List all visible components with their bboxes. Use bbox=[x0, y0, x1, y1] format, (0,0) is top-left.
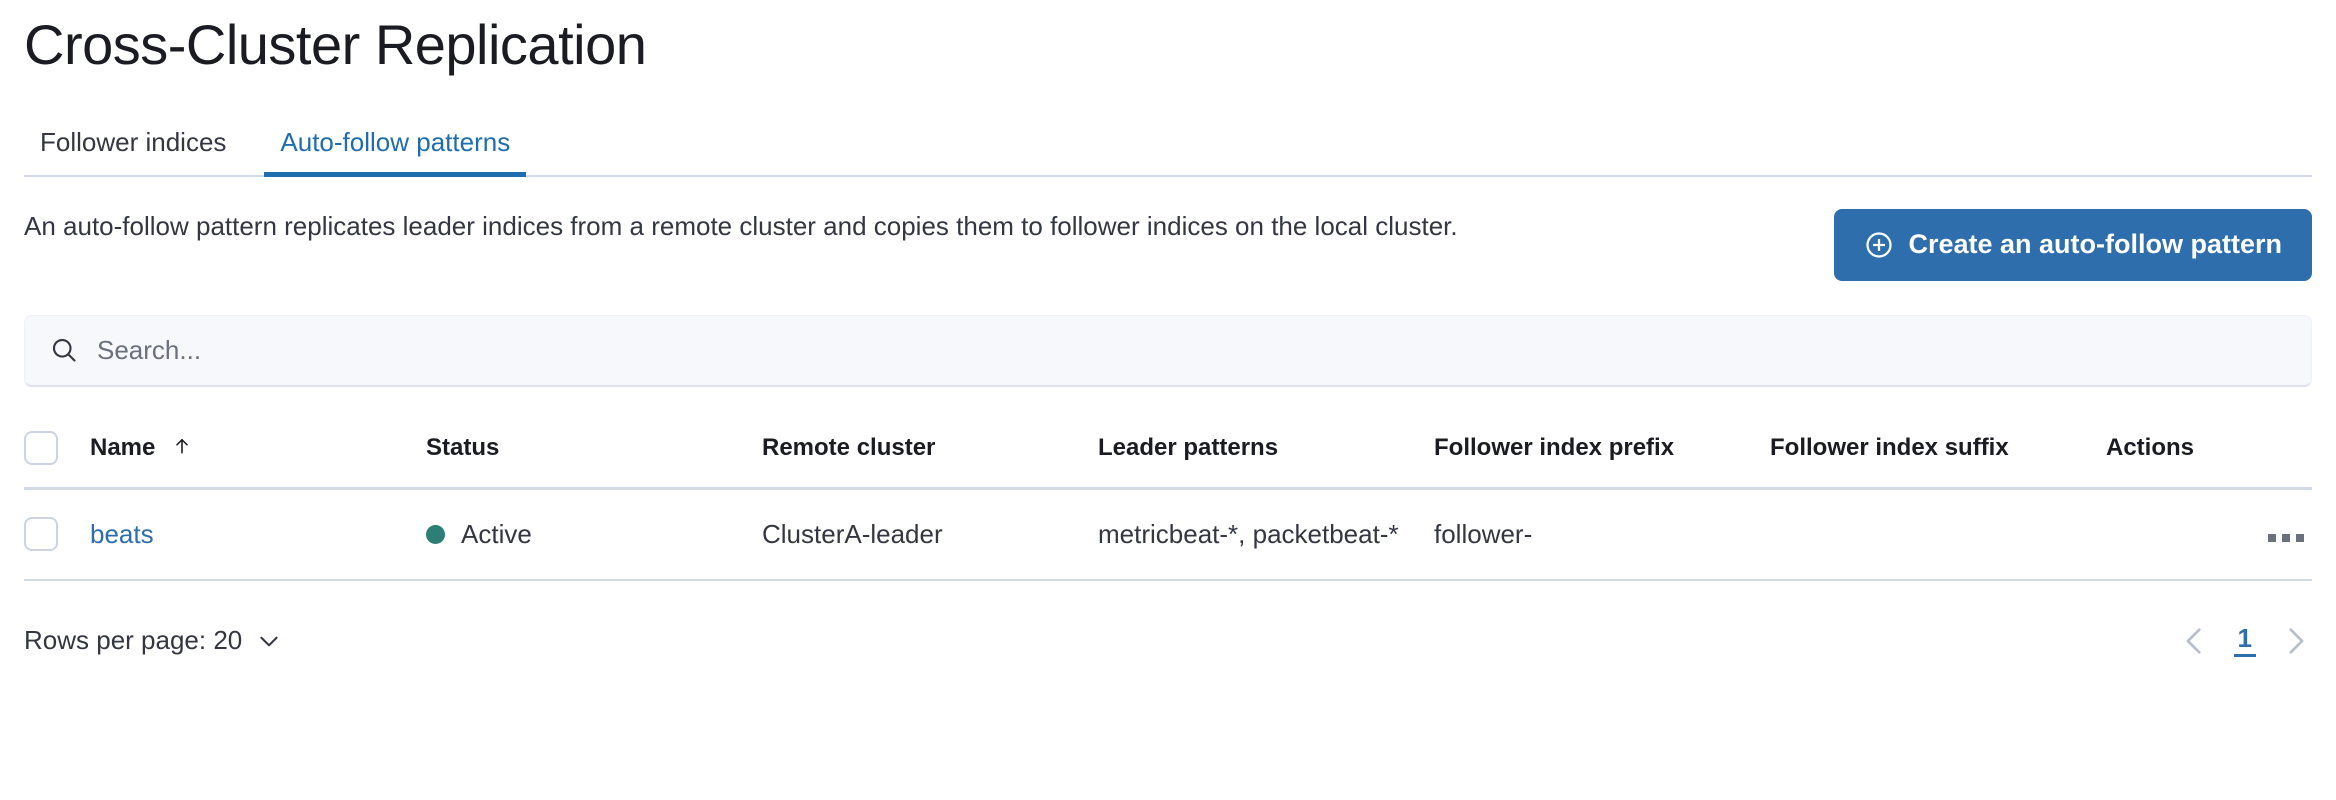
rows-per-page-selector[interactable]: Rows per page: 20 bbox=[24, 625, 282, 656]
chevron-right-icon[interactable] bbox=[2278, 624, 2312, 658]
column-header-follower-index-suffix[interactable]: Follower index suffix bbox=[1770, 412, 2106, 490]
rows-per-page-label: Rows per page: 20 bbox=[24, 625, 243, 656]
column-header-name-label: Name bbox=[90, 433, 156, 461]
cell-remote-cluster: ClusterA-leader bbox=[762, 488, 1098, 581]
cell-name: beats bbox=[90, 488, 426, 581]
description-row: An auto-follow pattern replicates leader… bbox=[24, 207, 2312, 281]
page-title: Cross-Cluster Replication bbox=[24, 13, 647, 76]
chevron-down-icon bbox=[256, 628, 282, 654]
status-dot-icon bbox=[426, 524, 445, 544]
chevron-left-icon[interactable] bbox=[2178, 624, 2212, 658]
create-auto-follow-pattern-button[interactable]: Create an auto-follow pattern bbox=[1834, 208, 2312, 281]
column-header-actions: Actions bbox=[2106, 412, 2312, 490]
search-icon bbox=[49, 335, 79, 365]
description-text: An auto-follow pattern replicates leader… bbox=[24, 210, 1458, 241]
pagination: 1 bbox=[2178, 624, 2312, 658]
plus-in-circle-icon bbox=[1864, 230, 1894, 260]
cell-leader-patterns: metricbeat-*, packetbeat-* bbox=[1098, 488, 1434, 581]
search-bar[interactable] bbox=[24, 314, 2312, 387]
status-label: Active bbox=[461, 518, 532, 549]
tab-follower-indices[interactable]: Follower indices bbox=[40, 126, 227, 157]
cell-follower-index-suffix bbox=[1770, 488, 2106, 581]
column-header-status[interactable]: Status bbox=[426, 412, 762, 490]
cell-status: Active bbox=[426, 488, 762, 581]
arrow-up-icon bbox=[172, 434, 192, 458]
table-footer: Rows per page: 20 1 bbox=[24, 611, 2312, 671]
auto-follow-patterns-table: Name Status Remote cluster Leader patter… bbox=[24, 412, 2312, 581]
page-number-1[interactable]: 1 bbox=[2233, 624, 2256, 658]
search-input[interactable] bbox=[97, 334, 2287, 366]
row-checkbox[interactable] bbox=[24, 517, 58, 552]
column-header-remote-cluster[interactable]: Remote cluster bbox=[762, 412, 1098, 490]
row-select-cell bbox=[24, 488, 90, 581]
tab-auto-follow-patterns[interactable]: Auto-follow patterns bbox=[264, 129, 527, 177]
table-header-row: Name Status Remote cluster Leader patter… bbox=[24, 412, 2312, 490]
table-row: beats Active ClusterA-leader metricbeat-… bbox=[24, 488, 2312, 581]
select-all-checkbox[interactable] bbox=[24, 430, 58, 465]
column-header-follower-index-prefix[interactable]: Follower index prefix bbox=[1434, 412, 1770, 490]
auto-follow-pattern-link[interactable]: beats bbox=[90, 518, 154, 549]
cell-actions bbox=[2106, 488, 2312, 581]
ellipsis-horizontal-icon[interactable] bbox=[2260, 526, 2312, 550]
leader-patterns-value: metricbeat-*, packetbeat-* bbox=[1098, 518, 1399, 549]
tab-bar: Follower indices Auto-follow patterns bbox=[24, 111, 2312, 177]
column-header-name[interactable]: Name bbox=[90, 412, 426, 490]
select-all-header bbox=[24, 412, 90, 490]
create-button-label: Create an auto-follow pattern bbox=[1908, 229, 2282, 260]
cell-follower-index-prefix: follower- bbox=[1434, 488, 1770, 581]
column-header-leader-patterns[interactable]: Leader patterns bbox=[1098, 412, 1434, 490]
